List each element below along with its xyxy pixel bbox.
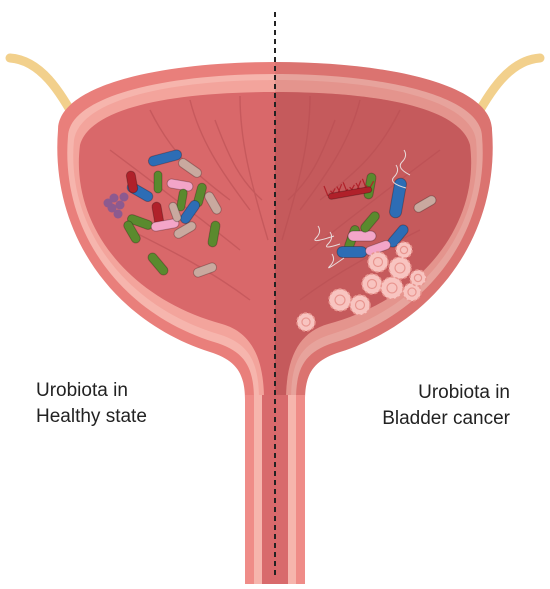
bacterium [166, 178, 194, 192]
bacterium [147, 252, 169, 276]
flagellum [328, 253, 345, 269]
cancer-label-line1: Urobiota in [418, 382, 510, 403]
tumor-cell-icon [395, 241, 413, 259]
bacterium [147, 149, 183, 167]
bacterium [327, 186, 373, 200]
bacterium [168, 201, 182, 223]
bladder-cancer-label: Urobiota in Bladder cancer [382, 380, 510, 432]
bacteria-icon [314, 149, 437, 269]
bacterium [176, 188, 188, 212]
bacteria-icon [103, 149, 222, 278]
coccus [115, 200, 125, 210]
bacterium [204, 191, 222, 215]
tumor-cell-icon [349, 294, 371, 316]
tumor-cell-icon [361, 273, 383, 295]
healthy-label-line2: Healthy state [36, 406, 147, 427]
tumor-cell-icon [367, 251, 389, 273]
bacterium [179, 199, 201, 225]
flagellum [314, 225, 335, 242]
coccus [103, 198, 113, 208]
bacterium [153, 170, 163, 194]
healthy-state-label: Urobiota in Healthy state [36, 378, 147, 430]
tumor-cell-icon [388, 256, 412, 280]
tumor-cell-icon [409, 269, 427, 287]
bacterium [413, 195, 437, 213]
bacterium [173, 221, 197, 239]
healthy-label-line1: Urobiota in [36, 380, 128, 401]
cancer-label-line2: Bladder cancer [382, 408, 510, 429]
bacterium [336, 246, 368, 258]
flagellum [326, 231, 341, 248]
bacterium [389, 177, 407, 219]
bacterium [192, 262, 218, 278]
tumor-cell-icon [296, 241, 427, 332]
coccus [113, 209, 123, 219]
bacterium [150, 218, 180, 232]
flagellum [399, 149, 411, 176]
bacterium [360, 211, 380, 233]
tumor-cell-icon [380, 276, 404, 300]
bacterium [123, 220, 141, 244]
coccus [109, 193, 119, 203]
bacterium [207, 220, 221, 248]
bacterium [347, 230, 377, 242]
flagellated-bacterium [323, 178, 375, 200]
bacterium [125, 170, 139, 194]
bacterium [178, 158, 202, 178]
tumor-cell-icon [328, 288, 352, 312]
coccus [119, 192, 129, 202]
tumor-cell-icon [296, 312, 316, 332]
flagellum [392, 164, 407, 189]
